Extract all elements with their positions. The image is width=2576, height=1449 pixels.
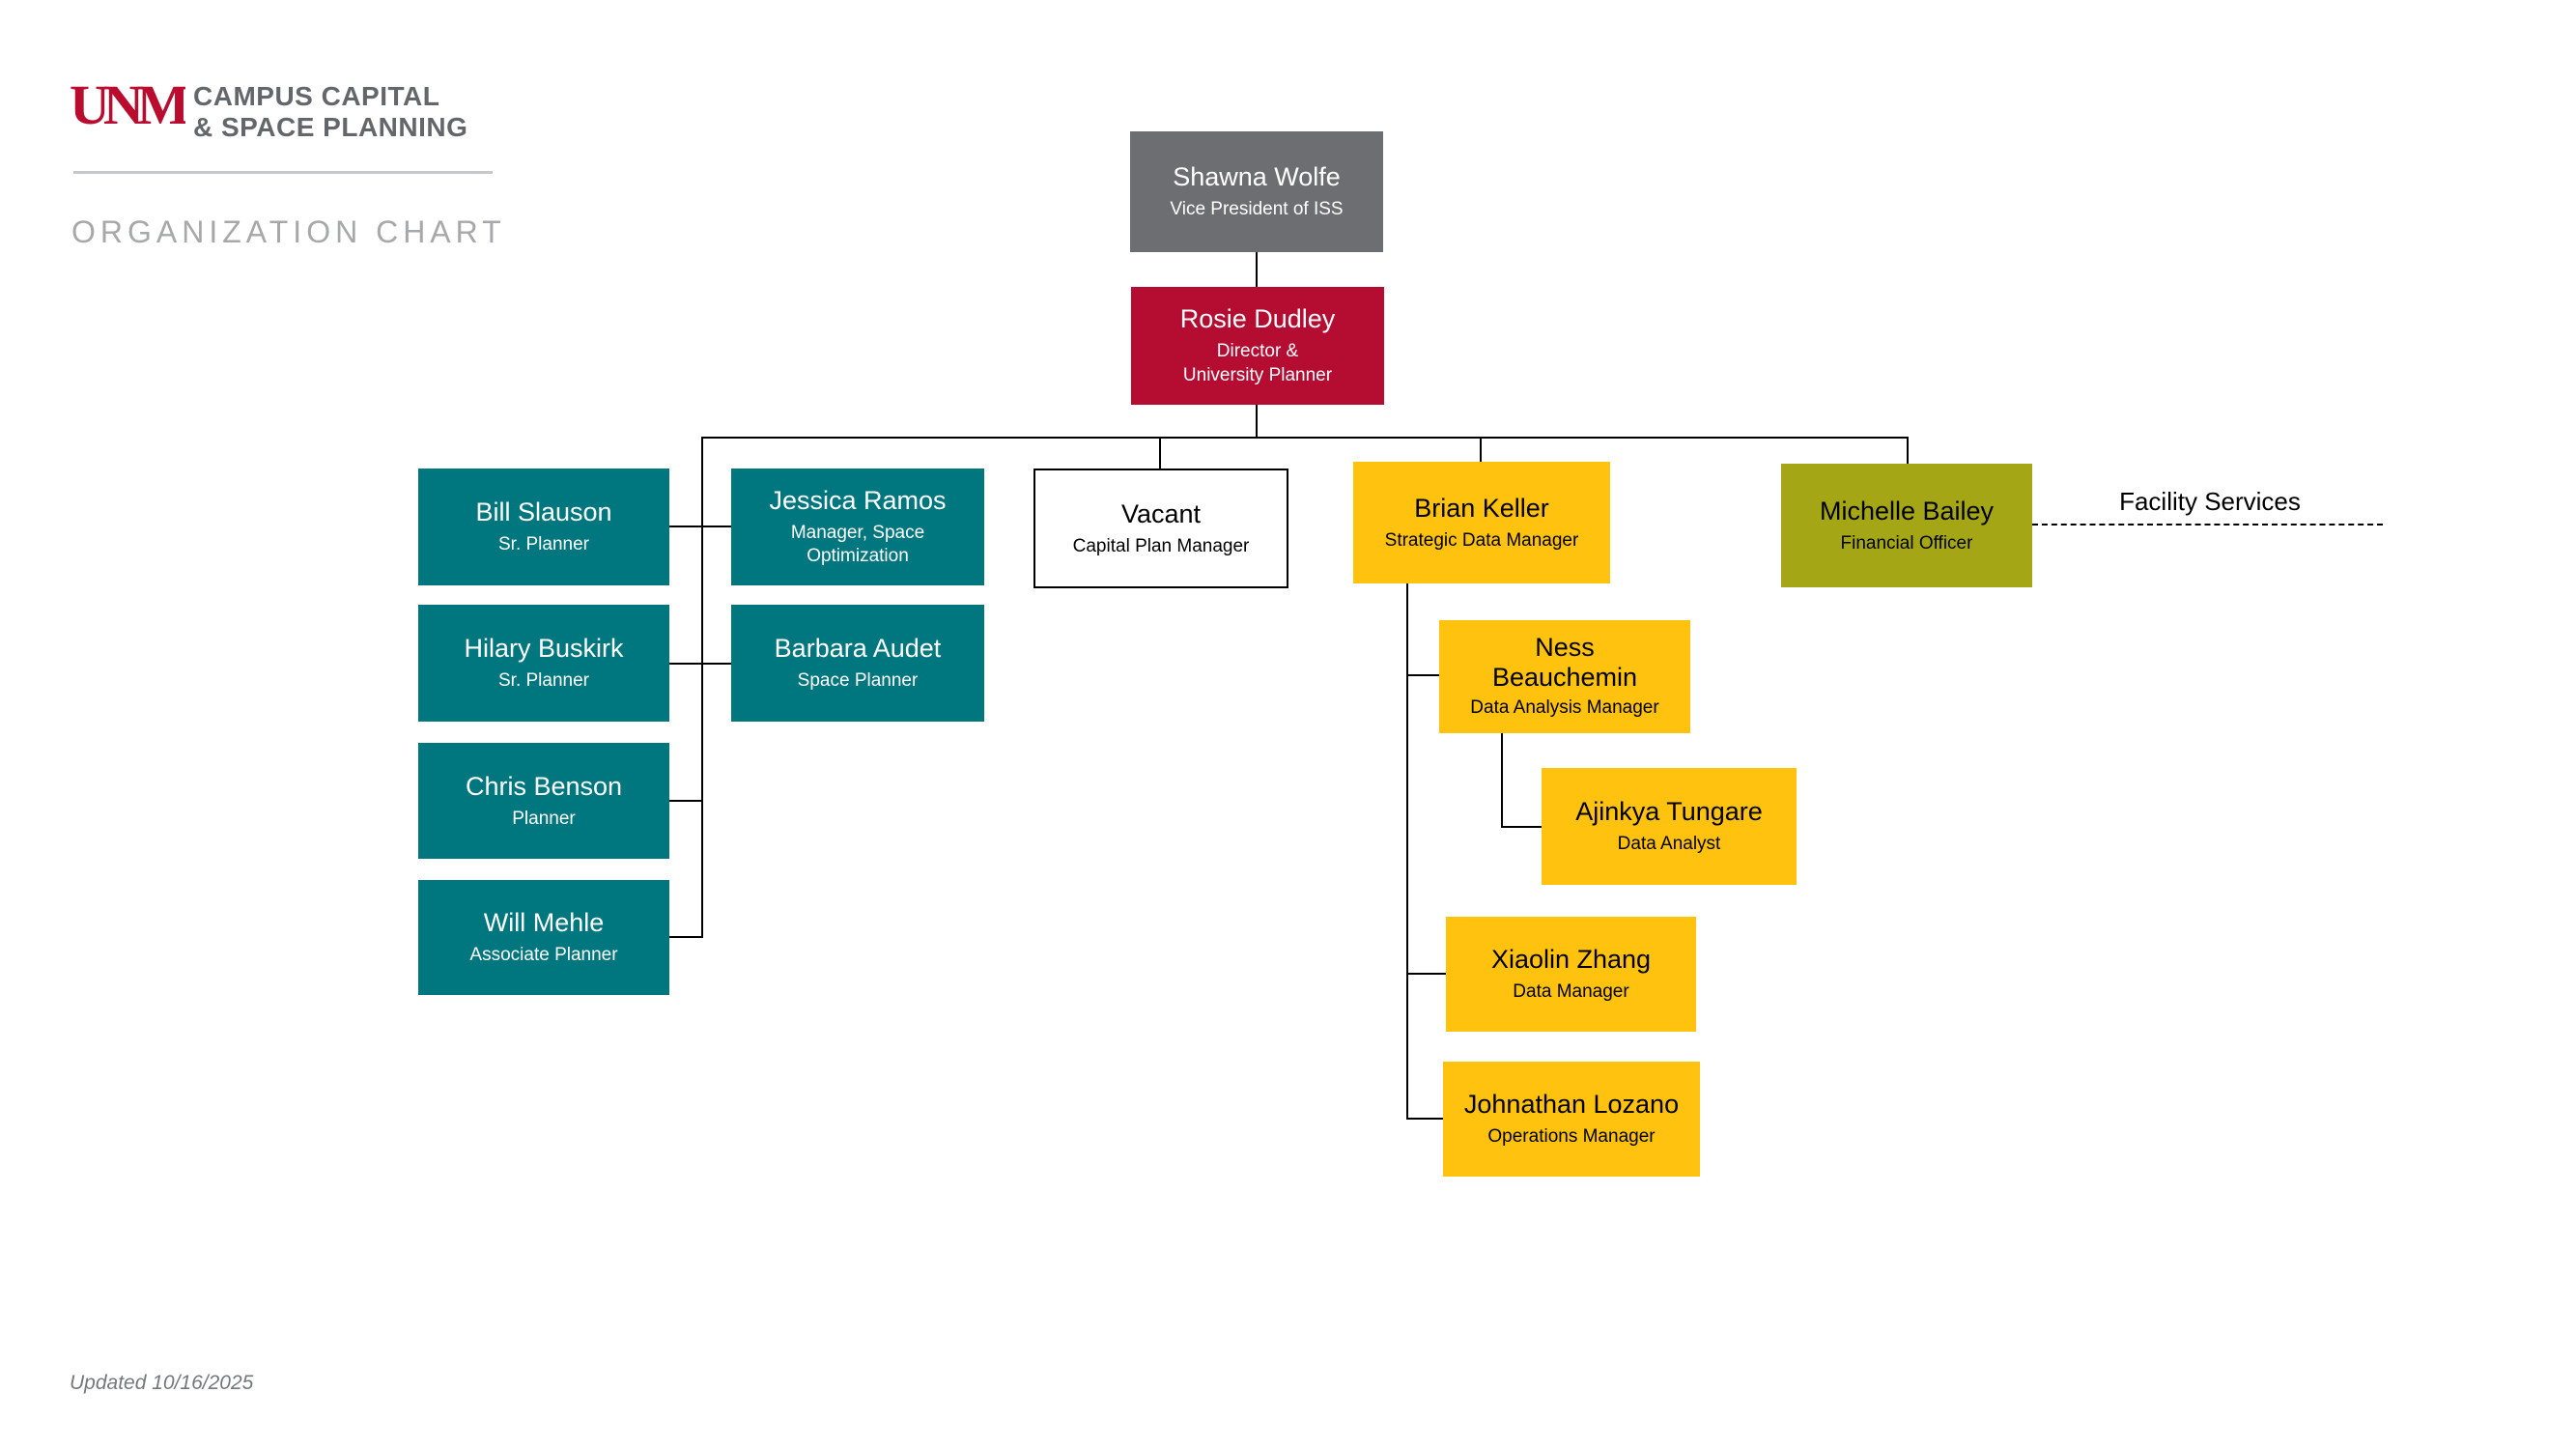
person-title: Data Analysis Manager [1470, 697, 1659, 719]
org-node-xiaolin-zhang: Xiaolin Zhang Data Manager [1446, 917, 1696, 1032]
connector-facility-services-dashed [2032, 524, 2383, 526]
connector-data-spine [1406, 583, 1408, 1120]
person-title: Sr. Planner [498, 534, 589, 555]
connector-michelle-drop [1907, 437, 1909, 464]
person-name: Michelle Bailey [1819, 496, 1995, 526]
person-name: Bill Slauson [475, 497, 612, 527]
connector-bill-jessica [669, 526, 731, 527]
person-name-line2: Beauchemin [1491, 663, 1638, 693]
person-name: Chris Benson [465, 771, 623, 801]
person-title: Director & [1216, 341, 1299, 362]
connector-chris-stub [669, 800, 703, 802]
person-name: Hilary Buskirk [464, 634, 624, 664]
person-name: Shawna Wolfe [1173, 162, 1341, 192]
unm-logo-text: UNM [70, 73, 185, 136]
person-title: Data Manager [1513, 981, 1629, 1003]
person-name: Jessica Ramos [769, 485, 947, 515]
person-title-line2: University Planner [1182, 364, 1333, 385]
connector-hilary-barbara [669, 663, 731, 665]
person-name: Rosie Dudley [1179, 304, 1336, 334]
connector-xiaolin-stub [1406, 973, 1446, 975]
org-node-brian-keller: Brian Keller Strategic Data Manager [1353, 462, 1610, 583]
connector-brian-drop [1480, 437, 1482, 462]
page-title: ORGANIZATION CHART [71, 214, 506, 249]
connector-ajinkya-stub [1501, 826, 1542, 828]
department-name-line1: CAMPUS CAPITAL [193, 81, 440, 111]
person-name: Ness [1535, 633, 1595, 663]
connector-shawna-rosie [1256, 252, 1258, 287]
department-name: CAMPUS CAPITAL & SPACE PLANNING [193, 81, 467, 144]
person-name: Vacant [1120, 498, 1202, 528]
person-title: Financial Officer [1840, 532, 1973, 554]
unm-logo: UNM [70, 71, 196, 139]
person-title-line2: Optimization [807, 546, 909, 567]
org-node-bill-slauson: Bill Slauson Sr. Planner [418, 469, 669, 585]
org-node-ness-beauchemin: Ness Beauchemin Data Analysis Manager [1439, 620, 1690, 733]
person-title: Data Analyst [1617, 834, 1721, 855]
person-name: Barbara Audet [774, 634, 942, 664]
person-title: Space Planner [797, 670, 919, 692]
connector-planner-spine [701, 437, 703, 938]
person-name: Brian Keller [1414, 493, 1549, 523]
person-title: Operations Manager [1487, 1126, 1656, 1148]
connector-will-stub [669, 936, 703, 938]
facility-services-label: Facility Services [2119, 487, 2301, 516]
person-name: Johnathan Lozano [1463, 1090, 1680, 1120]
org-node-jessica-ramos: Jessica Ramos Manager, Space Optimizatio… [731, 469, 984, 585]
header-divider [73, 171, 493, 174]
connector-bus [701, 437, 1909, 439]
connector-vacant-drop [1159, 437, 1161, 469]
person-title: Vice President of ISS [1170, 199, 1344, 220]
person-name: Ajinkya Tungare [1575, 797, 1763, 827]
org-node-chris-benson: Chris Benson Planner [418, 743, 669, 859]
org-node-johnathan-lozano: Johnathan Lozano Operations Manager [1443, 1062, 1700, 1177]
connector-johnathan-stub [1406, 1118, 1443, 1120]
person-title: Manager, Space [790, 522, 925, 543]
unm-logo-icon: UNM [70, 73, 196, 136]
org-node-shawna-wolfe: Shawna Wolfe Vice President of ISS [1130, 131, 1383, 252]
person-title: Planner [512, 808, 576, 829]
org-node-michelle-bailey: Michelle Bailey Financial Officer [1781, 464, 2032, 587]
person-title: Sr. Planner [498, 670, 589, 692]
org-node-will-mehle: Will Mehle Associate Planner [418, 880, 669, 995]
person-title: Capital Plan Manager [1072, 535, 1250, 556]
updated-date: Updated 10/16/2025 [70, 1372, 254, 1394]
connector-ness-stub [1406, 674, 1439, 676]
org-node-vacant-capital-plan-manager: Vacant Capital Plan Manager [1033, 469, 1288, 588]
org-node-barbara-audet: Barbara Audet Space Planner [731, 605, 984, 722]
connector-rosie-bus [1256, 405, 1258, 437]
org-node-ajinkya-tungare: Ajinkya Tungare Data Analyst [1542, 768, 1797, 885]
person-name: Xiaolin Zhang [1490, 945, 1652, 975]
connector-ness-ajinkya-drop [1501, 733, 1503, 828]
person-name: Will Mehle [483, 908, 605, 938]
person-title: Strategic Data Manager [1384, 529, 1579, 551]
person-title: Associate Planner [469, 945, 618, 966]
department-name-line2: & SPACE PLANNING [193, 112, 468, 143]
org-node-rosie-dudley: Rosie Dudley Director & University Plann… [1131, 287, 1384, 405]
org-node-hilary-buskirk: Hilary Buskirk Sr. Planner [418, 605, 669, 722]
